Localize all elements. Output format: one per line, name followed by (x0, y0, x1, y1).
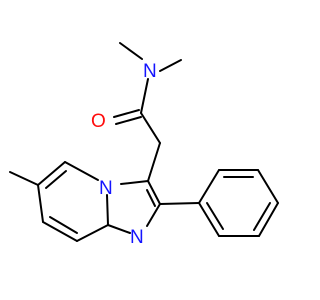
bond-c8a-n4 (106, 194, 109, 226)
bond-co-double-1 (113, 109, 140, 118)
bond-ch2-c3 (147, 142, 161, 182)
bond-c7-c8 (42, 221, 78, 242)
bond-c8-c8a (76, 224, 109, 242)
bond-carbonyl-ch2 (140, 112, 161, 144)
bond-ph-4-inner (253, 202, 271, 231)
bond-ph-4 (258, 202, 279, 237)
bond-c6-methyl (9, 171, 39, 186)
bond-c3-c2-inner (146, 189, 156, 207)
bonds (9, 42, 279, 242)
atom-labels: N O N N (91, 61, 157, 248)
bond-nme-left (119, 42, 143, 60)
bond-c2-n1 (146, 203, 161, 227)
molecule-structure: N O N N (9, 42, 279, 248)
bond-n-carbonyl (140, 78, 149, 114)
bond-ph-6 (198, 202, 220, 237)
bond-ph-3 (257, 169, 279, 204)
bond-ph-6-inner (206, 202, 224, 230)
bond-c3-c2 (147, 180, 161, 205)
bond-n4-c5 (64, 161, 99, 181)
bond-c3-n4 (120, 180, 149, 185)
bond-n1-c8a (107, 224, 131, 234)
bond-c2-phenyl (159, 202, 200, 205)
bridgehead-nitrogen-label: N (99, 178, 113, 199)
amide-nitrogen-label: N (143, 61, 157, 82)
bond-nme-right (159, 59, 182, 72)
bond-co-double-2 (115, 116, 142, 125)
bond-c5-c6-inner (45, 170, 67, 189)
imidazole-nitrogen-label: N (130, 227, 144, 248)
bond-ph-1 (198, 169, 220, 204)
bond-c6-c7 (37, 184, 44, 223)
carbonyl-oxygen-label: O (91, 111, 106, 132)
bond-c5-c6 (37, 161, 66, 186)
bond-c7-c8-inner (49, 216, 78, 234)
